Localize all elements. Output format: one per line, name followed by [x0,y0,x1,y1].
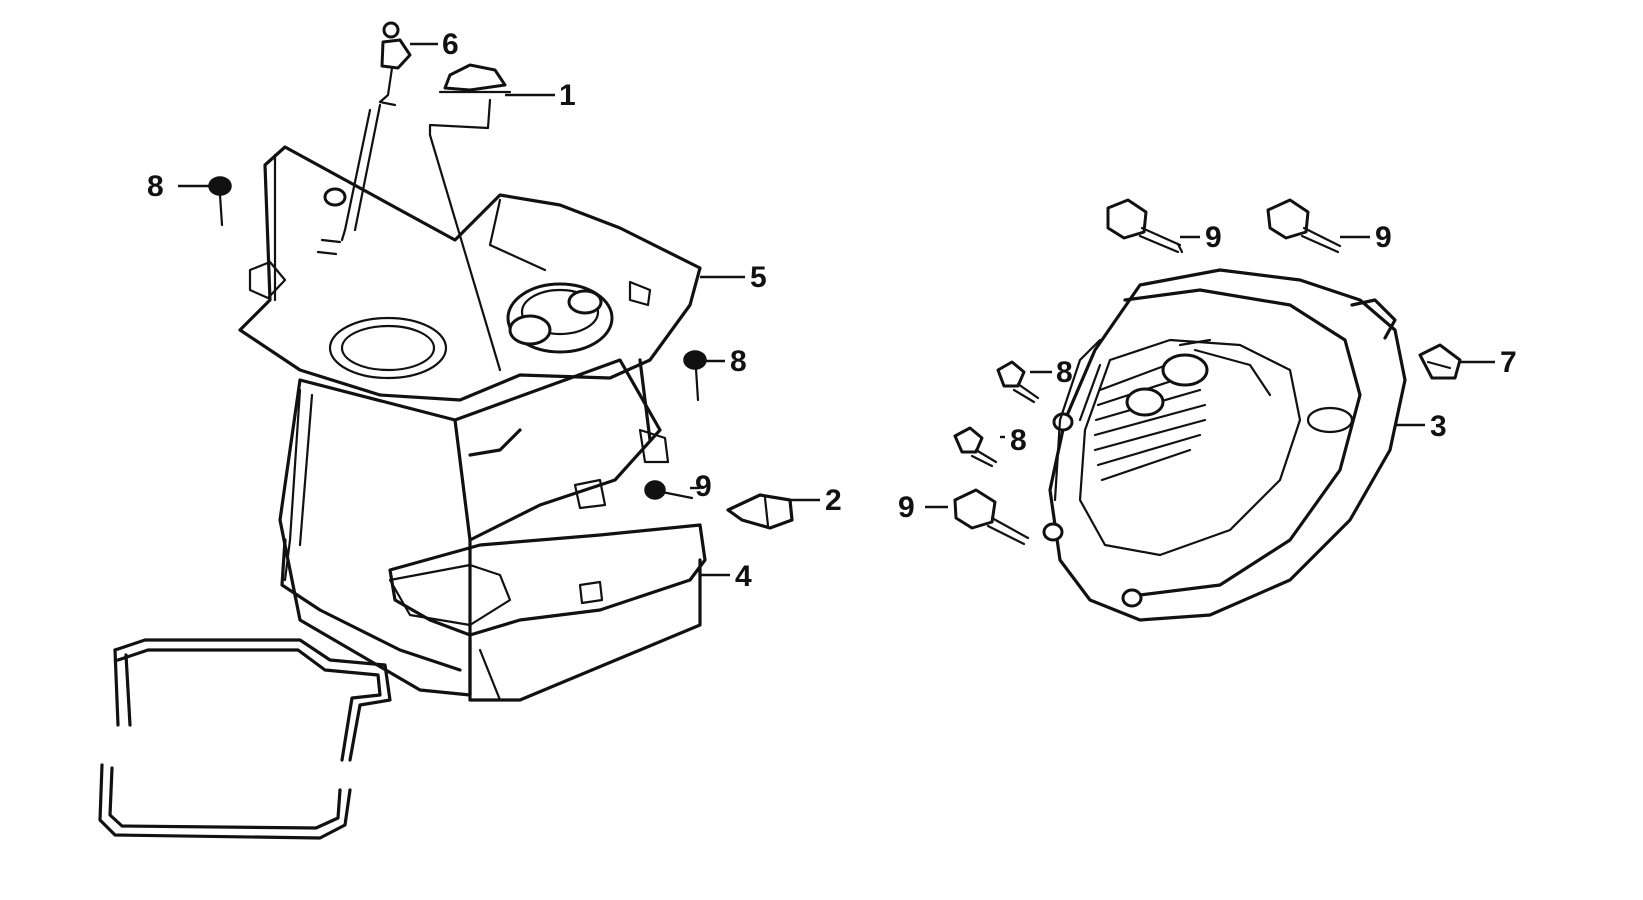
bolt-8-right-lower [953,426,998,468]
callout-8-right-lower: 8 [1010,424,1027,457]
part-4-lower-shroud [278,358,707,702]
bolt-8-middle [683,350,707,402]
bolt-9-top-left [1106,198,1184,254]
bolt-9-top-right [1266,198,1342,254]
part-7-clip [1418,343,1462,380]
bolt-9-right-lower [953,488,1030,546]
callout-5: 5 [750,261,767,294]
callout-9-top-left: 9 [1205,221,1222,254]
callout-9-top-right: 9 [1375,221,1392,254]
callout-8-middle: 8 [730,345,747,378]
callout-labels: 6 1 8 5 8 9 2 4 9 9 8 8 9 7 3 [147,28,1517,593]
leader-lines [178,42,1495,577]
callout-8-upper-left: 8 [147,170,164,203]
callout-8-right-upper: 8 [1056,356,1073,389]
callout-9-middle: 9 [695,470,712,503]
callout-7: 7 [1500,346,1517,379]
part-3-fan-cover [1042,268,1407,622]
bolt-9-lower-middle [644,480,694,500]
gasket [98,638,392,840]
callout-6: 6 [442,28,459,61]
part-2-bracket [726,493,794,530]
callout-4: 4 [735,560,752,593]
callout-2: 2 [825,484,842,517]
part-1-cap [428,63,512,372]
part-5-upper-shroud [238,145,702,402]
callout-3: 3 [1430,410,1447,443]
part-6-clip-rod [323,21,412,242]
callout-9-right-lower: 9 [898,491,915,524]
callout-1: 1 [559,79,576,112]
bolt-8-right-upper [996,360,1040,404]
bolt-8-upper-left [208,176,232,227]
